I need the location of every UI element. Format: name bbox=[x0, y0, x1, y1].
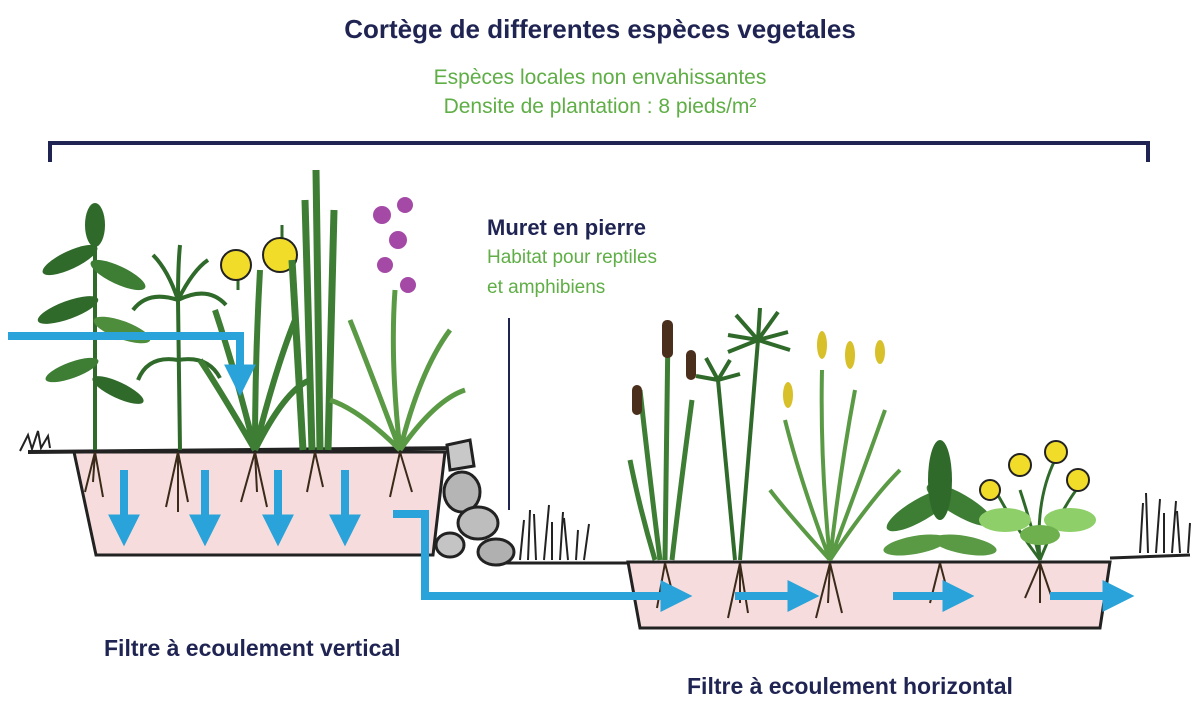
horizontal-filter-basin bbox=[500, 553, 1191, 630]
flow-arrow-icon bbox=[8, 332, 1135, 612]
diagram-title: Cortège de differentes espèces vegetales bbox=[344, 14, 856, 44]
subtitle-line-2: Densite de plantation : 8 pieds/m² bbox=[443, 95, 757, 118]
stone-wall-icon bbox=[434, 438, 516, 567]
horizontal-filter-label: Filtre à ecoulement horizontal bbox=[687, 673, 1013, 699]
stone-wall-subtitle-1: Habitat pour reptiles bbox=[487, 247, 658, 268]
stone-wall-subtitle-2: et amphibiens bbox=[487, 277, 606, 298]
transfer-arrow bbox=[393, 510, 693, 612]
vertical-filter-label: Filtre à ecoulement vertical bbox=[104, 635, 401, 661]
grass-tuft-icon bbox=[519, 492, 1191, 561]
stone-wall-title: Muret en pierre bbox=[487, 215, 646, 240]
plant-range-bracket bbox=[48, 141, 1150, 162]
inflow-arrow bbox=[8, 332, 256, 397]
subtitle-line-1: Espèces locales non envahissantes bbox=[433, 66, 767, 89]
horizontal-filter-plants-icon bbox=[627, 307, 1096, 619]
